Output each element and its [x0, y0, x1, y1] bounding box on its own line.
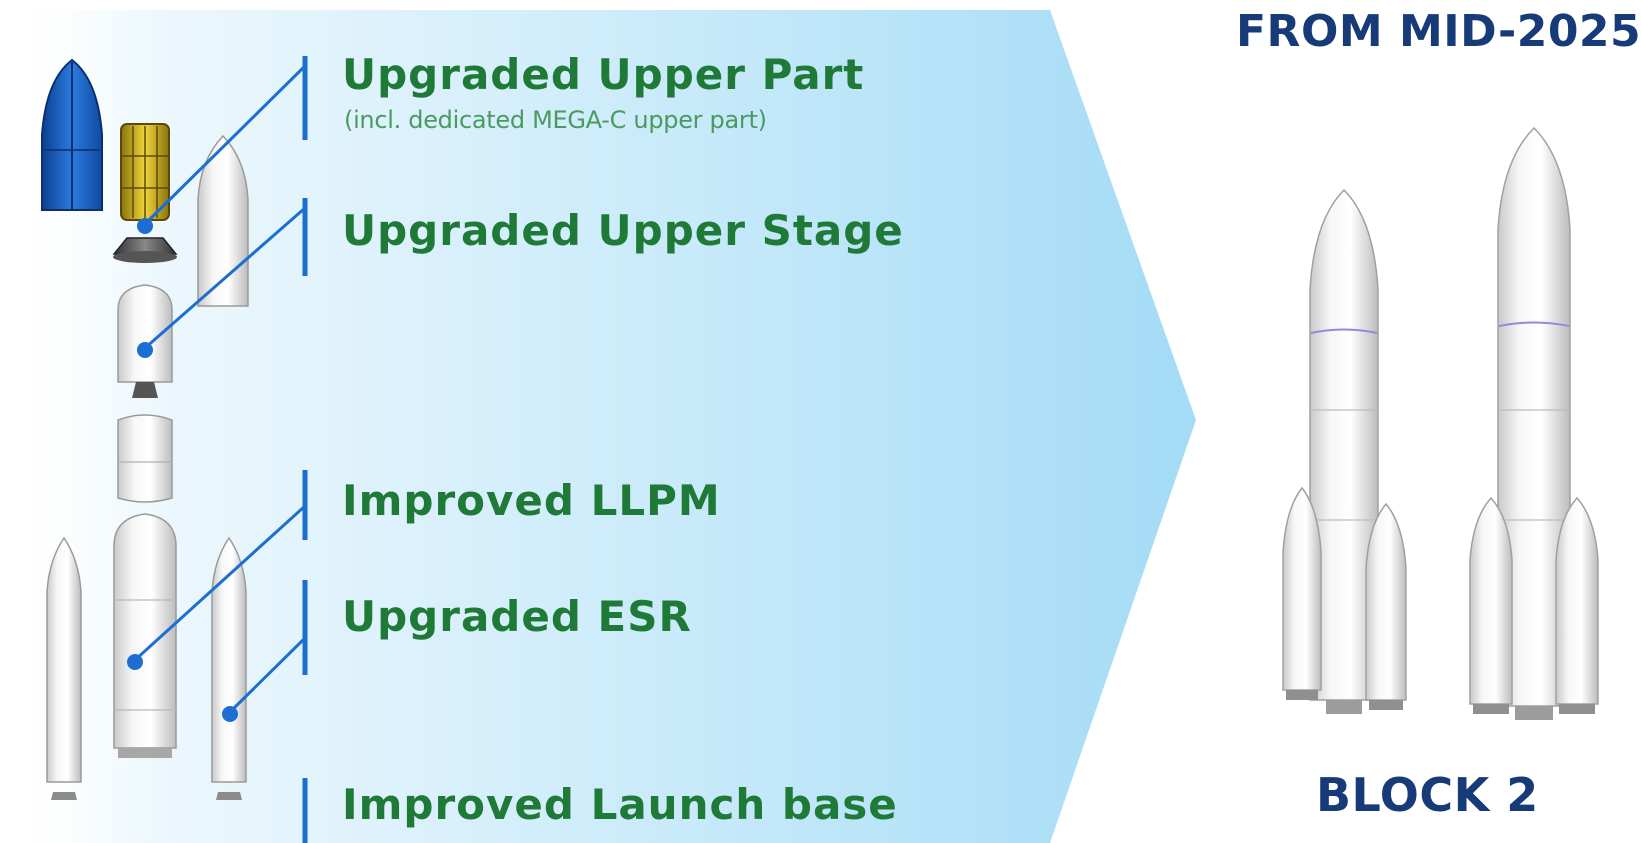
upgrade-label-llpm: Improved LLPM: [342, 476, 721, 525]
booster-icon: [46, 536, 82, 800]
block-2-label: BLOCK 2: [1316, 768, 1539, 822]
interstage-icon: [117, 414, 173, 503]
fairing-icon: [197, 134, 249, 307]
exploded-launcher: [41, 58, 249, 800]
fairing-icon: [41, 58, 103, 211]
upper-stage-icon: [117, 284, 173, 398]
upgrade-label-upper-part: Upgraded Upper Part: [342, 50, 865, 99]
callout-lines: [127, 56, 308, 843]
rocket-icon: [1469, 126, 1599, 720]
booster-icon: [211, 536, 247, 800]
rocket-icon: [1282, 188, 1407, 714]
upgrade-label-launch-base: Improved Launch base: [342, 780, 898, 829]
upgrade-note-upper-part: (incl. dedicated MEGA-C upper part): [344, 106, 767, 134]
upgrade-label-esr: Upgraded ESR: [342, 592, 692, 641]
highlight-band: [0, 10, 1196, 843]
availability-title: FROM MID-2025: [1236, 6, 1641, 57]
core-stage-icon: [113, 513, 177, 758]
dispenser-icon: [112, 123, 178, 263]
upgrade-label-upper-stage: Upgraded Upper Stage: [342, 206, 904, 255]
